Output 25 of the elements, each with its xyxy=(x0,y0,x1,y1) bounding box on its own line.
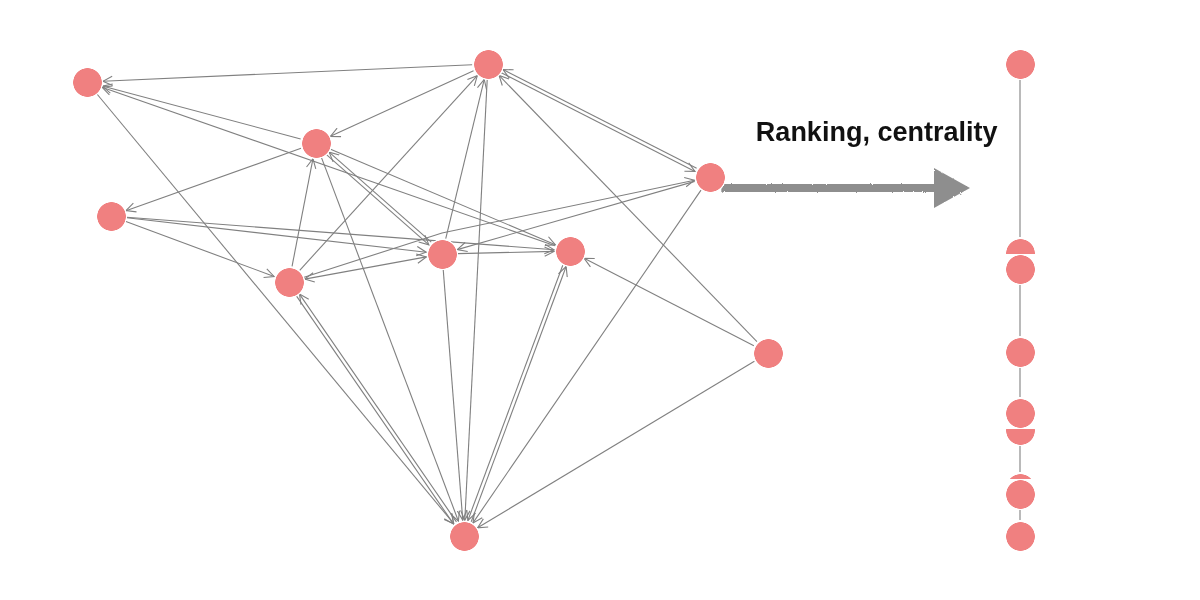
arrow xyxy=(583,257,755,347)
arrow xyxy=(477,360,755,529)
arrow xyxy=(291,158,317,267)
arrow xyxy=(460,79,488,521)
arrow xyxy=(303,177,695,278)
arrow xyxy=(457,246,555,257)
arrow xyxy=(445,78,488,240)
arrow xyxy=(101,85,556,247)
connector-line xyxy=(1019,367,1021,398)
connector-line xyxy=(1019,79,1021,238)
arrow xyxy=(442,269,468,521)
connector-line xyxy=(1019,445,1021,473)
arrow xyxy=(126,216,555,255)
connector-line xyxy=(1019,509,1021,521)
arrow xyxy=(101,83,302,140)
arrow xyxy=(321,157,460,522)
arrow xyxy=(304,253,427,283)
arrow xyxy=(102,64,473,87)
arrow xyxy=(125,147,302,213)
arrow xyxy=(456,180,696,253)
connector-line xyxy=(1019,284,1021,337)
arrow xyxy=(330,148,556,246)
arrow xyxy=(126,217,427,257)
arrow xyxy=(125,221,275,279)
arrow xyxy=(329,70,475,138)
